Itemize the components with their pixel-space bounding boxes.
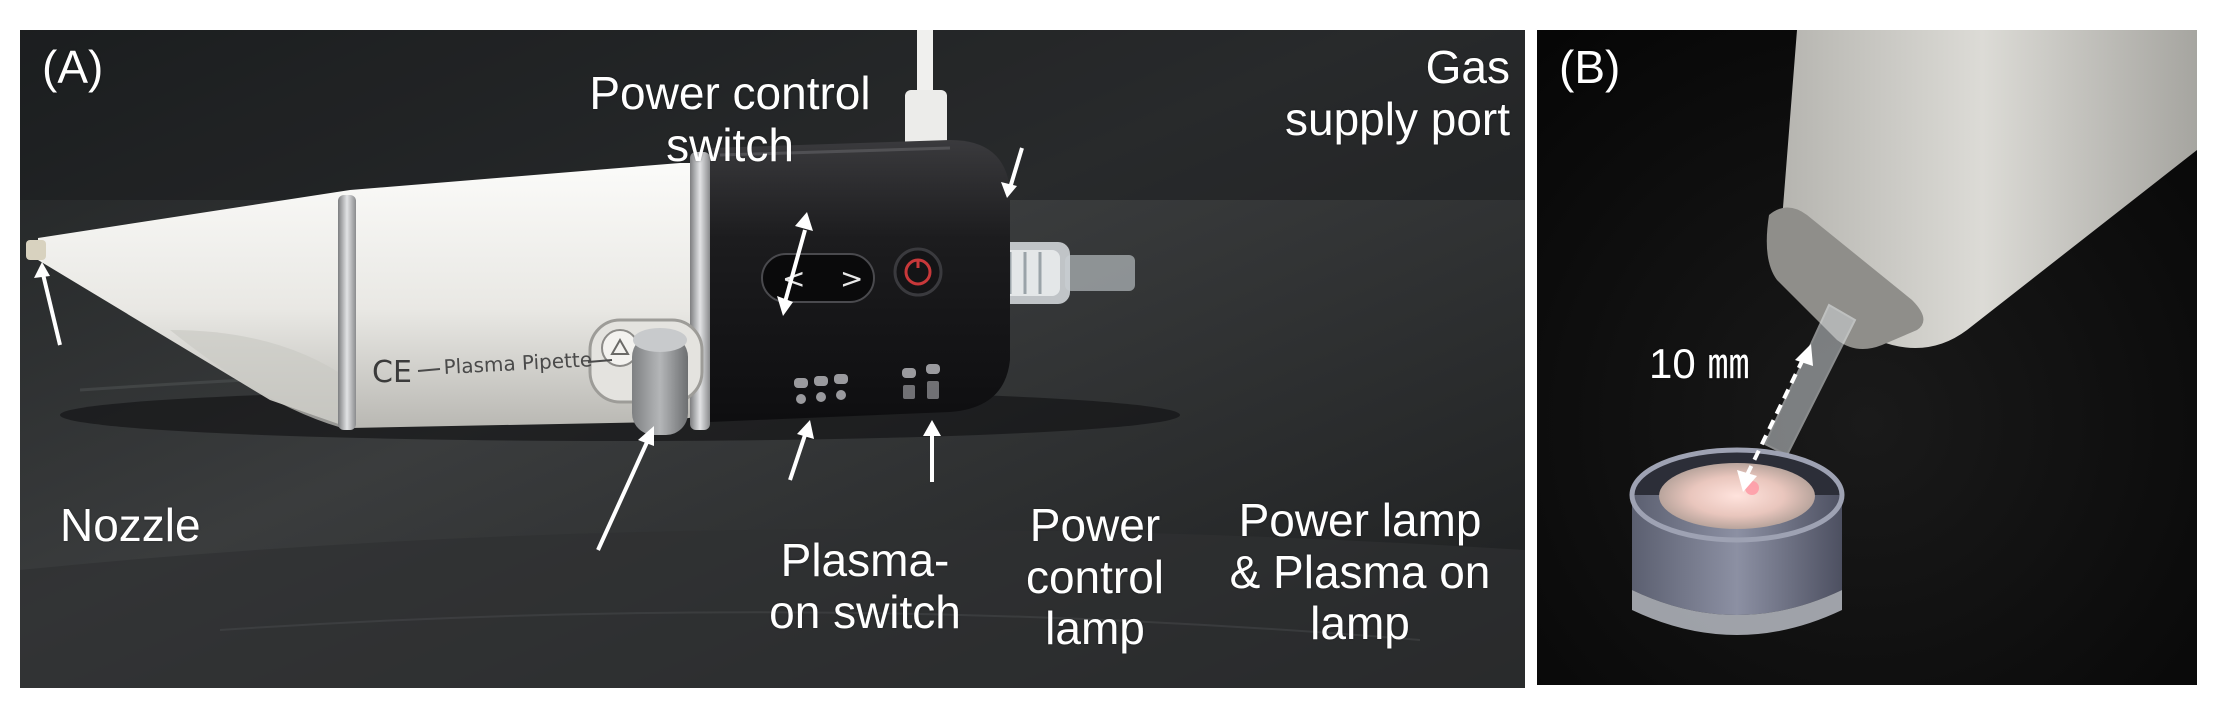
panel-b-photo: (B) 10 ㎜: [1537, 30, 2197, 685]
panel-a-photo: < > CE Plasma Pipette: [20, 30, 1525, 688]
gas-supply-port-label: Gas supply port: [1284, 41, 1510, 145]
power-control-switch-label: Power control switch: [589, 67, 871, 171]
plasma-on-sample-photo: [1537, 30, 2197, 685]
svg-text:>: >: [840, 262, 863, 295]
distance-label: 10 ㎜: [1649, 340, 1750, 387]
panel-b-label: (B): [1559, 41, 1621, 93]
plasma-pipette-photo: < > CE Plasma Pipette: [20, 30, 1525, 688]
ce-mark: CE: [372, 355, 412, 390]
power-plasma-lamp-label: Power lamp & Plasma on lamp: [1229, 494, 1491, 650]
plasma-on-switch-label: Plasma- on switch: [769, 534, 961, 638]
nozzle-label: Nozzle: [60, 499, 201, 551]
panel-a-label: (A): [42, 41, 104, 93]
power-control-lamp-label: Power control lamp: [1025, 499, 1165, 655]
